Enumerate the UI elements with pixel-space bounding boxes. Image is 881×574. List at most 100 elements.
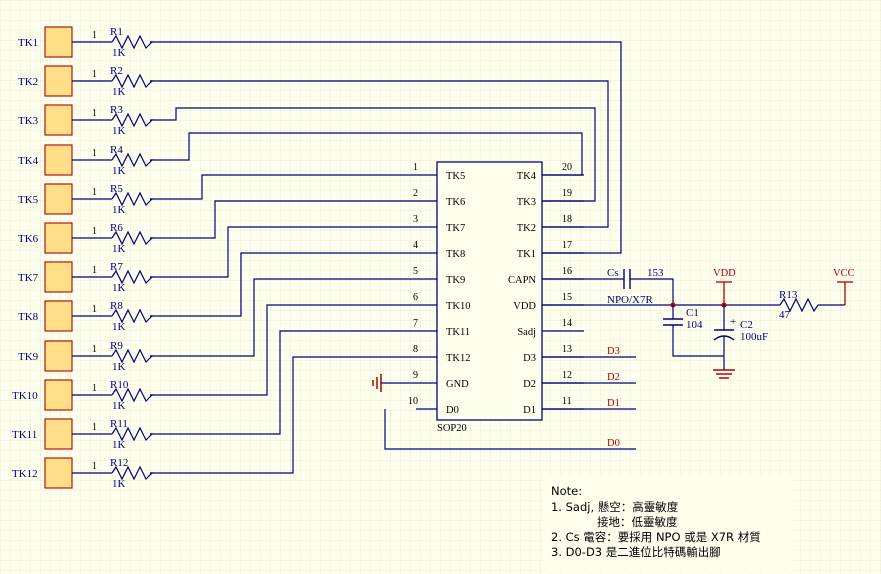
ic-pin-number: 10 (408, 396, 418, 407)
route-wire (150, 132, 583, 176)
touch-pad (44, 261, 73, 293)
ic-pin-name: TK9 (446, 275, 465, 286)
ic-pin-name: TK8 (446, 249, 465, 260)
ic-pin-name: D2 (523, 379, 536, 390)
route-wire (150, 356, 416, 474)
note-title: Note: (551, 484, 582, 498)
touch-key-label: TK2 (18, 76, 38, 88)
resistor-name: R8 (110, 300, 123, 312)
ic-pin-name: VDD (513, 301, 536, 312)
route-wire (150, 200, 416, 239)
pad-pin-number: 1 (92, 265, 97, 276)
resistor-name: R7 (110, 261, 123, 273)
route-wire (150, 174, 416, 200)
note-line-3: 3. D0-D3 是二進位比特碼輸出腳 (551, 545, 721, 559)
touch-pad (44, 26, 73, 58)
ic-pin-name: TK2 (517, 223, 536, 234)
ic-pin-number: 13 (562, 344, 572, 355)
resistor-value: 1K (112, 86, 126, 98)
ic-pin-number: 7 (413, 318, 418, 329)
resistor (111, 465, 154, 481)
note-box: Note: 1. Sadj, 懸空：高靈敏度 接地：低靈敏度 2. Cs 電容：… (543, 476, 793, 572)
ic-pin-number: 16 (562, 266, 572, 277)
net-label-d0: D0 (607, 438, 620, 449)
resistor-value: 1K (112, 47, 126, 59)
touch-key-label: TK7 (18, 272, 39, 284)
c2-value: 100uF (740, 331, 768, 343)
ic-pin-number: 20 (562, 162, 572, 173)
touch-pad (44, 222, 73, 254)
cs-type: NPO/X7R (607, 294, 654, 306)
ic-pin-name: D1 (523, 405, 536, 416)
touch-pad (44, 104, 73, 136)
touch-pad (44, 300, 73, 332)
resistor-value: 1K (112, 204, 126, 216)
ic-pin-number: 14 (562, 318, 572, 329)
ic-pin-name: GND (446, 379, 469, 390)
touch-pad (44, 144, 73, 176)
route-wire (150, 107, 596, 202)
ic-pin-number: 4 (413, 240, 418, 251)
pad-pin-number: 1 (92, 226, 97, 237)
resistor-value: 1K (112, 478, 126, 490)
resistor (111, 426, 154, 442)
touch-key-label: TK12 (12, 468, 38, 480)
touch-pad (44, 65, 73, 97)
ic-pin-name: TK7 (446, 223, 465, 234)
touch-key-label: TK5 (18, 194, 39, 206)
ic-pin-name: TK12 (446, 353, 471, 364)
resistor-name: R3 (110, 104, 123, 116)
touch-key-label: TK4 (18, 155, 39, 167)
resistor (111, 387, 154, 403)
capacitor-cs: Cs 153 NPO/X7R (542, 267, 674, 306)
route-wire (150, 278, 416, 357)
vcc-port-label: VCC (833, 268, 855, 279)
pad-pin-number: 1 (92, 422, 97, 433)
ic-pin-name: TK5 (446, 171, 465, 182)
ic-pin-name: D0 (446, 405, 459, 416)
resistor-name: R12 (110, 457, 128, 469)
ic-pin-number: 6 (413, 292, 418, 303)
net-label-d2: D2 (607, 372, 620, 383)
touch-pad (44, 183, 73, 215)
ic-pin-number: 3 (413, 214, 418, 225)
touch-key-label: TK8 (18, 311, 39, 323)
ic-pin-name: TK4 (517, 171, 537, 182)
ic-pin-name: CAPN (508, 275, 536, 286)
ic-pin-number: 8 (413, 344, 418, 355)
ic-pin-number: 17 (562, 240, 572, 251)
pad-pin-number: 1 (92, 30, 97, 41)
c2-name: C2 (740, 319, 753, 331)
power-network: C1 104 + C2 100uF VDD VCC R13 47 (542, 268, 855, 379)
route-wire (150, 304, 416, 396)
ic-pin-name: TK11 (446, 327, 470, 338)
resistor (111, 73, 154, 89)
ic-body (436, 161, 543, 421)
resistor (111, 152, 154, 168)
touch-key-label: TK1 (18, 37, 38, 49)
resistor (111, 230, 154, 246)
output-nets: D3 D2 D1 D0 (384, 346, 636, 450)
route-wire (150, 252, 416, 317)
key-row: TK12 1 R12 1K (12, 457, 154, 490)
pad-pin-number: 1 (92, 187, 97, 198)
touch-pad (44, 418, 73, 450)
ic-pin-name: TK10 (446, 301, 471, 312)
pad-pin-number: 1 (92, 461, 97, 472)
pad-pin-number: 1 (92, 69, 97, 80)
pad-pin-number: 1 (92, 108, 97, 119)
ic-pin-number: 19 (562, 188, 572, 199)
resistor-value: 1K (112, 243, 126, 255)
resistor-value: 1K (112, 361, 126, 373)
note-line-2: 2. Cs 電容：要採用 NPO 或是 X7R 材質 (551, 530, 761, 544)
ic-pin-number: 2 (413, 188, 418, 199)
resistor (111, 308, 154, 324)
